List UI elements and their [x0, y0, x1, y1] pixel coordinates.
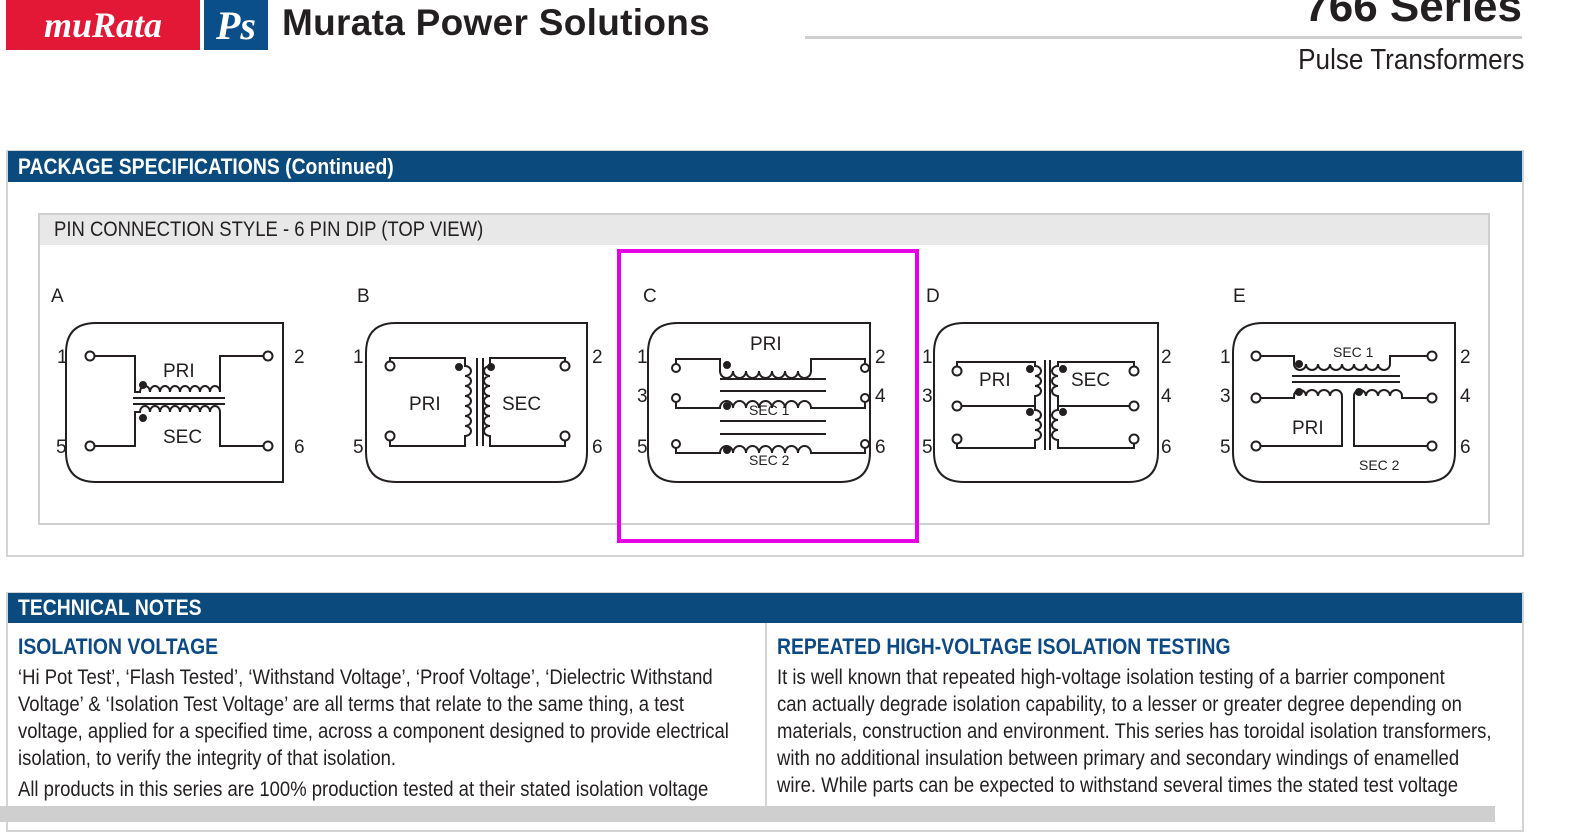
winding-label: PRI [979, 370, 1011, 391]
pin-2: 2 [1161, 347, 1172, 368]
diagram-b: 1 2 5 6 PRI SEC [353, 322, 603, 483]
winding-label: PRI [1292, 418, 1324, 439]
pin-3: 3 [637, 386, 648, 407]
diagram-a-label: A [51, 286, 64, 307]
column-divider [765, 623, 767, 806]
winding-label: PRI [750, 334, 782, 355]
winding-label: SEC 1 [1333, 344, 1374, 360]
diagram-b-label: B [357, 286, 370, 307]
pin-1: 1 [922, 347, 933, 368]
pin-5: 5 [1220, 437, 1231, 458]
header-divider [805, 36, 1522, 39]
winding-label: PRI [163, 361, 195, 382]
text-line: can actually degrade isolation capabilit… [777, 693, 1462, 716]
pin-5: 5 [56, 437, 67, 458]
diagram-a: 1 2 5 6 PRI SEC [56, 322, 305, 483]
pin-5: 5 [637, 437, 648, 458]
horizontal-scrollbar[interactable] [0, 806, 1495, 822]
winding-label: SEC 1 [749, 402, 790, 418]
pin-2: 2 [875, 347, 886, 368]
pin-6: 6 [875, 437, 886, 458]
technical-notes-header: TECHNICAL NOTES [8, 593, 1522, 623]
diagram-d: 1 2 3 4 5 6 PRI SEC [922, 322, 1172, 483]
pin-4: 4 [1460, 386, 1471, 407]
winding-label: SEC [163, 427, 202, 448]
pin-6: 6 [1161, 437, 1172, 458]
diagram-c-label: C [643, 286, 657, 307]
pin-6: 6 [1460, 437, 1471, 458]
winding-label: PRI [409, 394, 441, 415]
text-line: Voltage’ & ‘Isolation Test Voltage’ are … [18, 693, 685, 716]
series-title: 766 Series [1304, 0, 1522, 31]
winding-label: SEC [502, 394, 541, 415]
text-line: All products in this series are 100% pro… [18, 778, 709, 801]
winding-label: SEC 2 [749, 452, 790, 468]
pin-2: 2 [294, 347, 305, 368]
text-line: materials, construction and environment.… [777, 720, 1492, 743]
murata-logo: muRata [6, 0, 200, 50]
winding-label: SEC 2 [1359, 457, 1400, 473]
logo-text: muRata [43, 5, 163, 45]
text-line: It is well known that repeated high-volt… [777, 666, 1445, 689]
pin-3: 3 [922, 386, 933, 407]
pin-connection-panel: PIN CONNECTION STYLE - 6 PIN DIP (TOP VI… [38, 213, 1490, 525]
text-line: isolation, to verify the integrity of th… [18, 747, 397, 770]
pin-5: 5 [922, 437, 933, 458]
text-line: voltage, applied for a specified time, a… [18, 720, 729, 743]
brand-name: Murata Power Solutions [282, 2, 711, 43]
isolation-voltage-text: ‘Hi Pot Test’, ‘Flash Tested’, ‘Withstan… [18, 664, 826, 803]
diagram-e: 1 2 3 4 5 6 SEC 1 PRI SEC 2 [1220, 322, 1471, 483]
isolation-voltage-heading: ISOLATION VOLTAGE [18, 634, 245, 660]
winding-label: SEC [1071, 370, 1110, 391]
pin-connection-title: PIN CONNECTION STYLE - 6 PIN DIP (TOP VI… [40, 215, 1488, 245]
text-line: ‘Hi Pot Test’, ‘Flash Tested’, ‘Withstan… [18, 666, 713, 689]
pin-title-text: PIN CONNECTION STYLE - 6 PIN DIP (TOP VI… [54, 218, 484, 241]
product-subtitle: Pulse Transformers [1297, 44, 1524, 76]
pin-2: 2 [1460, 347, 1471, 368]
text-line: with no additional insulation between pr… [777, 747, 1460, 770]
heading-text: ISOLATION VOLTAGE [18, 634, 219, 659]
pin-1: 1 [1220, 347, 1231, 368]
pin-5: 5 [353, 437, 364, 458]
text-line: wire. While parts can be expected to wit… [777, 774, 1459, 797]
highlight-box [617, 249, 919, 543]
pin-4: 4 [875, 386, 886, 407]
repeated-testing-heading: REPEATED HIGH-VOLTAGE ISOLATION TESTING [777, 634, 1292, 660]
section-title: PACKAGE SPECIFICATIONS (Continued) [18, 153, 394, 179]
pin-1: 1 [637, 347, 648, 368]
section-title: TECHNICAL NOTES [18, 595, 202, 620]
pin-2: 2 [592, 347, 603, 368]
ps-logo: Ps [204, 0, 268, 50]
diagram-d-label: D [926, 286, 940, 307]
package-specs-header: PACKAGE SPECIFICATIONS (Continued) [8, 151, 1522, 182]
pin-1: 1 [353, 347, 364, 368]
diagram-c: 1 2 3 4 5 6 PRI SEC 1 SEC 2 [637, 322, 886, 483]
diagram-e-label: E [1233, 286, 1246, 307]
pin-1: 1 [57, 347, 68, 368]
heading-text: REPEATED HIGH-VOLTAGE ISOLATION TESTING [777, 634, 1231, 659]
repeated-testing-text: It is well known that repeated high-volt… [777, 664, 1589, 799]
logo-text: Ps [216, 2, 256, 48]
pin-6: 6 [592, 437, 603, 458]
pin-6: 6 [294, 437, 305, 458]
pin-3: 3 [1220, 386, 1231, 407]
pin-4: 4 [1161, 386, 1172, 407]
